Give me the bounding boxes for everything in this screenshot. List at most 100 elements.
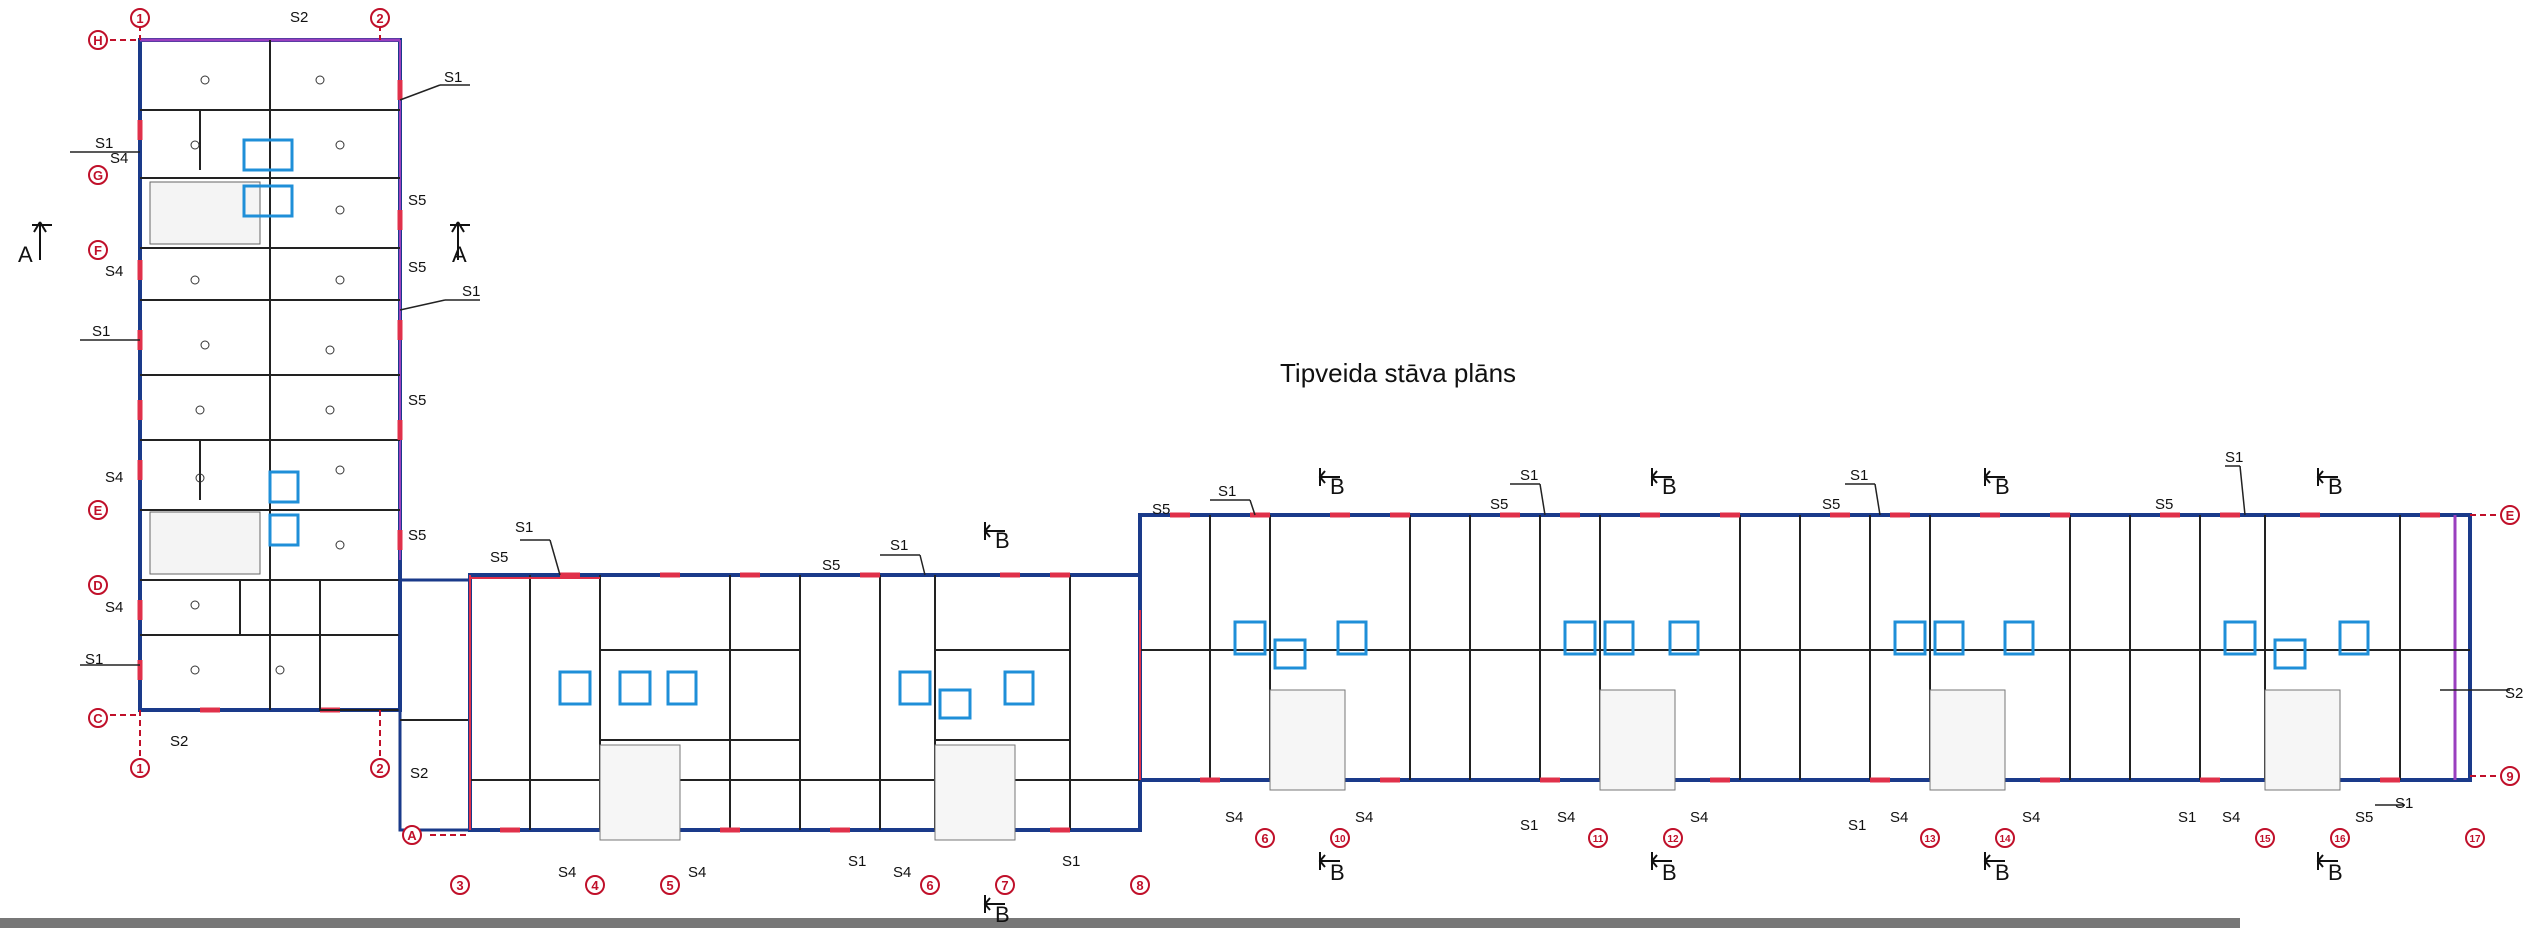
label-S4-e: S4 [558, 864, 576, 881]
axis-bubble-5: 5 [660, 875, 680, 895]
label-S1-m: S1 [1062, 853, 1080, 870]
label-S4-c: S4 [105, 469, 123, 486]
axis-label-11: 11 [1593, 834, 1604, 845]
axis-bubble-G: G [88, 165, 108, 185]
axis-bubble-3: 3 [450, 875, 470, 895]
label-S5-g: S5 [1152, 501, 1170, 518]
label-S1-b: S1 [95, 135, 113, 152]
axis-bubble-15: 15 [2255, 828, 2275, 848]
axis-label-A: A [407, 828, 417, 843]
label-S1-g: S1 [890, 537, 908, 554]
vertical-wing [137, 38, 403, 713]
label-S4-b: S4 [105, 263, 123, 280]
label-S5-d: S5 [408, 527, 426, 544]
axis-label-E-right: E [2506, 508, 2515, 523]
axis-label-15: 15 [2259, 834, 2271, 845]
axis-label-2-bottom: 2 [376, 761, 383, 776]
label-S1-i: S1 [1520, 467, 1538, 484]
scan-border [0, 918, 2240, 928]
axis-bubble-1-bottom: 1 [130, 758, 150, 778]
label-S1-f: S1 [515, 519, 533, 536]
section-B-9: B [2328, 860, 2343, 885]
label-S1-h: S1 [1218, 483, 1236, 500]
axis-label-2-top: 2 [376, 11, 383, 26]
axis-label-16: 16 [2334, 834, 2346, 845]
axis-bubble-8: 8 [1130, 875, 1150, 895]
section-B-labels: B B B B B B B B B B [995, 474, 2343, 927]
label-S5-a: S5 [408, 192, 426, 209]
axis-bubble-1-top: 1 [130, 8, 150, 28]
axis-label-H: H [93, 33, 102, 48]
axis-bubble-14: 14 [1995, 828, 2015, 848]
section-B-2: B [1330, 474, 1345, 499]
axis-label-6a: 6 [926, 878, 933, 893]
label-S4-n: S4 [2222, 809, 2240, 826]
label-S2-top: S2 [290, 9, 308, 26]
axis-bubble-7: 7 [995, 875, 1015, 895]
leader-lines [70, 84, 2510, 806]
label-S4-h: S4 [1225, 809, 1243, 826]
section-B-markers [983, 468, 2338, 913]
section-B-7: B [1662, 860, 1677, 885]
section-B-5: B [2328, 474, 2343, 499]
axis-bubble-13: 13 [1920, 828, 1940, 848]
section-B-1: B [995, 528, 1010, 553]
axis-label-6b: 6 [1261, 831, 1268, 846]
horizontal-wing [468, 512, 2472, 841]
section-B-8: B [1995, 860, 2010, 885]
label-S1-n: S1 [1520, 817, 1538, 834]
axis-bubble-C: C [88, 708, 108, 728]
axis-label-4: 4 [591, 878, 599, 893]
section-B-6: B [1330, 860, 1345, 885]
label-S5-c: S5 [408, 392, 426, 409]
label-S5-k: S5 [2355, 809, 2373, 826]
label-S5-b: S5 [408, 259, 426, 276]
axis-bubble-6b: 6 [1255, 828, 1275, 848]
axis-label-D: D [93, 578, 102, 593]
label-S1-e: S1 [85, 651, 103, 668]
axis-bubble-D: D [88, 575, 108, 595]
axis-bubble-H: H [88, 30, 108, 50]
label-S4-g: S4 [893, 864, 911, 881]
axis-bubble-2-top: 2 [370, 8, 390, 28]
connector-section [319, 578, 472, 832]
section-A-left: A [18, 242, 33, 267]
label-S4-k: S4 [1690, 809, 1708, 826]
label-S4-l: S4 [1890, 809, 1908, 826]
label-S1-o: S1 [1848, 817, 1866, 834]
label-S5-i: S5 [1822, 496, 1840, 513]
axis-label-right-bottom: 9 [2506, 769, 2513, 784]
plan-title: Tipveida stāva plāns [1280, 358, 1517, 388]
axis-label-10: 10 [1334, 834, 1346, 845]
axis-label-5: 5 [666, 878, 673, 893]
section-B-4: B [1995, 474, 2010, 499]
axis-label-17: 17 [2469, 834, 2481, 845]
axis-bubble-F: F [88, 240, 108, 260]
axis-bubble-B: 9 [2500, 766, 2520, 786]
label-S4-f: S4 [688, 864, 706, 881]
axis-bubble-A-left: A [402, 825, 422, 845]
axis-bubble-2-bottom: 2 [370, 758, 390, 778]
axis-bubble-17: 17 [2465, 828, 2485, 848]
label-S5-f: S5 [822, 557, 840, 574]
label-S1-q: S1 [2395, 795, 2413, 812]
axis-bubble-E-left: E [88, 500, 108, 520]
axis-bubble-4: 4 [585, 875, 605, 895]
label-S1-k: S1 [2225, 449, 2243, 466]
label-S5-e: S5 [490, 549, 508, 566]
axis-label-F: F [94, 243, 102, 258]
axis-label-14: 14 [1999, 834, 2011, 845]
axis-label-13: 13 [1924, 834, 1936, 845]
axis-bubble-11: 11 [1588, 828, 1608, 848]
section-B-3: B [1662, 474, 1677, 499]
section-A-right: A [452, 242, 467, 267]
s-labels: S2 S1 S1 S4 S5 S5 S4 S1 S1 S5 S4 S5 S4 S… [85, 9, 2523, 881]
label-S1-p: S1 [2178, 809, 2196, 826]
label-S2-bottom: S2 [170, 733, 188, 750]
axis-label-1-bottom: 1 [136, 761, 143, 776]
axis-bubble-12: 12 [1663, 828, 1683, 848]
axis-label-12: 12 [1667, 834, 1679, 845]
label-S2-left-wing: S2 [410, 765, 428, 782]
label-S1-l: S1 [848, 853, 866, 870]
